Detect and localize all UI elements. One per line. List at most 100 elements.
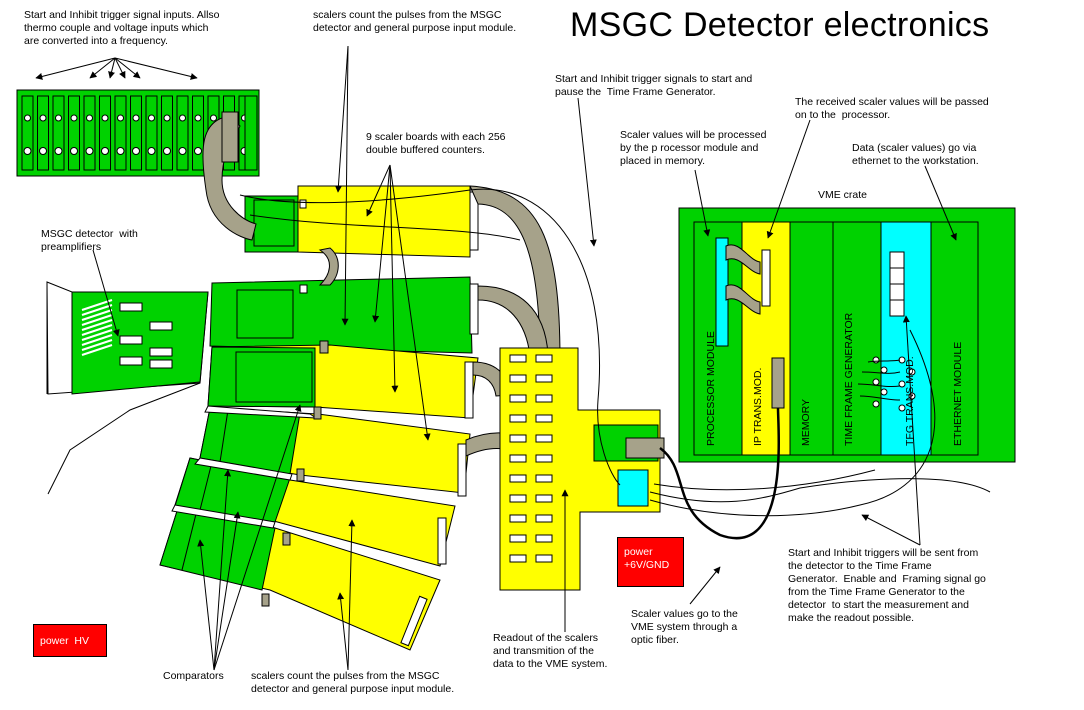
- scaler-board: [209, 276, 479, 354]
- annotation-comparators: Comparators: [163, 670, 224, 682]
- module-label-ethernet: ETHERNET MODULE: [952, 341, 964, 446]
- annotation-arrow: [924, 165, 957, 241]
- input-slot: [37, 95, 49, 171]
- annotation-arrow: [389, 164, 431, 441]
- input-slot: [176, 95, 189, 171]
- readout-slot: [535, 414, 553, 423]
- connector-pin: [872, 400, 880, 408]
- scaler-board: [159, 507, 441, 651]
- annotation-arrow: [902, 315, 921, 546]
- readout-slot: [535, 534, 553, 543]
- annotation-arrow: [35, 57, 116, 80]
- input-slot: [68, 95, 80, 171]
- readout-slot: [509, 414, 527, 423]
- readout-slot: [509, 434, 527, 443]
- readout-slot: [535, 514, 553, 523]
- input-slot: [145, 95, 158, 171]
- connector-pin: [872, 378, 880, 386]
- annotation-arrow: [114, 57, 126, 79]
- annotation-arrow: [372, 164, 391, 323]
- readout-slot: [509, 534, 527, 543]
- annotation-arrow: [861, 514, 921, 546]
- annotation-scalers-top: scalers count the pulses from the MSGC d…: [313, 9, 517, 34]
- readout-board: [499, 347, 665, 591]
- module-label-tfg-trans: TFG TRANS.MOD.: [904, 356, 916, 446]
- annotation-arrows: [35, 45, 957, 671]
- readout-slot: [535, 394, 553, 403]
- vme-crate-label: VME crate: [818, 189, 868, 201]
- annotation-arrow: [366, 164, 391, 217]
- annotation-arrow: [577, 97, 597, 247]
- annotation-tfg-start: Start and Inhibit trigger signals to sta…: [555, 73, 753, 98]
- readout-slot: [509, 474, 527, 483]
- input-slot: [192, 95, 204, 171]
- annotation-readout: Readout of the scalers and transmition o…: [493, 632, 608, 670]
- annotation-scaler-boards: 9 scaler boards with each 256 double buf…: [366, 131, 506, 156]
- annotation-optic: Scaler values go to the VME system throu…: [631, 608, 738, 646]
- readout-slot: [509, 494, 527, 503]
- readout-slot: [535, 374, 553, 383]
- annotation-msgc-detector: MSGC detector with preamplifiers: [41, 228, 138, 253]
- module-label-ip-trans: IP TRANS.MOD.: [752, 367, 764, 446]
- readout-slot: [509, 354, 527, 363]
- annotation-arrow: [197, 539, 215, 671]
- annotation-arrow: [213, 511, 241, 671]
- connector: [261, 340, 329, 607]
- module-label-memory: MEMORY: [800, 398, 812, 446]
- power-supply-box: power +6V/GND: [617, 537, 684, 587]
- connector-pin: [872, 356, 880, 364]
- annotation-arrow: [766, 119, 811, 239]
- page-title: MSGC Detector electronics: [570, 6, 990, 44]
- module-label-tfg: TIME FRAME GENERATOR: [843, 312, 855, 446]
- scaler-board: [244, 185, 479, 258]
- scaler-board: [207, 344, 479, 419]
- annotation-scaler-passed: The received scaler values will be passe…: [795, 96, 989, 121]
- module-label-processor: PROCESSOR MODULE: [705, 331, 717, 446]
- annotation-arrow: [213, 469, 232, 671]
- readout-slot: [535, 454, 553, 463]
- readout-slot: [509, 454, 527, 463]
- annotation-arrow: [89, 57, 116, 79]
- annotation-ethernet: Data (scaler values) go via ethernet to …: [852, 142, 979, 167]
- power-hv-box: power HV: [33, 624, 107, 657]
- input-slot: [130, 95, 142, 171]
- annotation-processed: Scaler values will be processed by the p…: [620, 129, 767, 167]
- input-slot: [114, 95, 127, 171]
- annotation-arrow: [92, 249, 120, 337]
- annotation-arrow: [114, 57, 198, 80]
- readout-slot: [535, 474, 553, 483]
- input-slot: [161, 95, 173, 171]
- msgc-detector: [46, 281, 209, 495]
- annotation-triggers-sent: Start and Inhibit triggers will be sent …: [788, 547, 986, 624]
- annotation-trigger-inputs: Start and Inhibit trigger signal inputs.…: [24, 9, 220, 47]
- input-slot: [21, 95, 34, 171]
- input-slot: [83, 95, 96, 171]
- connector-pin: [880, 366, 888, 374]
- connector-pin: [898, 380, 906, 388]
- annotation-arrow: [213, 404, 302, 671]
- readout-slot: [509, 514, 527, 523]
- annotation-arrow: [694, 169, 711, 237]
- annotation-arrow: [689, 566, 721, 605]
- vme-crate: [678, 207, 1016, 463]
- readout-slot: [509, 374, 527, 383]
- connector-pin: [898, 404, 906, 412]
- readout-slot: [535, 354, 553, 363]
- annotation-arrow: [341, 45, 349, 326]
- input-slot: [99, 95, 111, 171]
- annotation-arrow: [114, 57, 141, 79]
- annotation-arrow: [347, 519, 356, 671]
- signal-wires: [239, 188, 991, 540]
- annotation-arrow: [337, 592, 349, 671]
- readout-slot: [535, 434, 553, 443]
- annotation-scalers-bottom: scalers count the pulses from the MSGC d…: [251, 670, 455, 695]
- readout-slot: [535, 554, 553, 563]
- readout-slot: [509, 554, 527, 563]
- input-slot: [52, 95, 65, 171]
- annotation-arrow: [334, 45, 349, 193]
- annotation-arrow: [108, 57, 116, 79]
- connector-pin: [880, 388, 888, 396]
- readout-slot: [509, 394, 527, 403]
